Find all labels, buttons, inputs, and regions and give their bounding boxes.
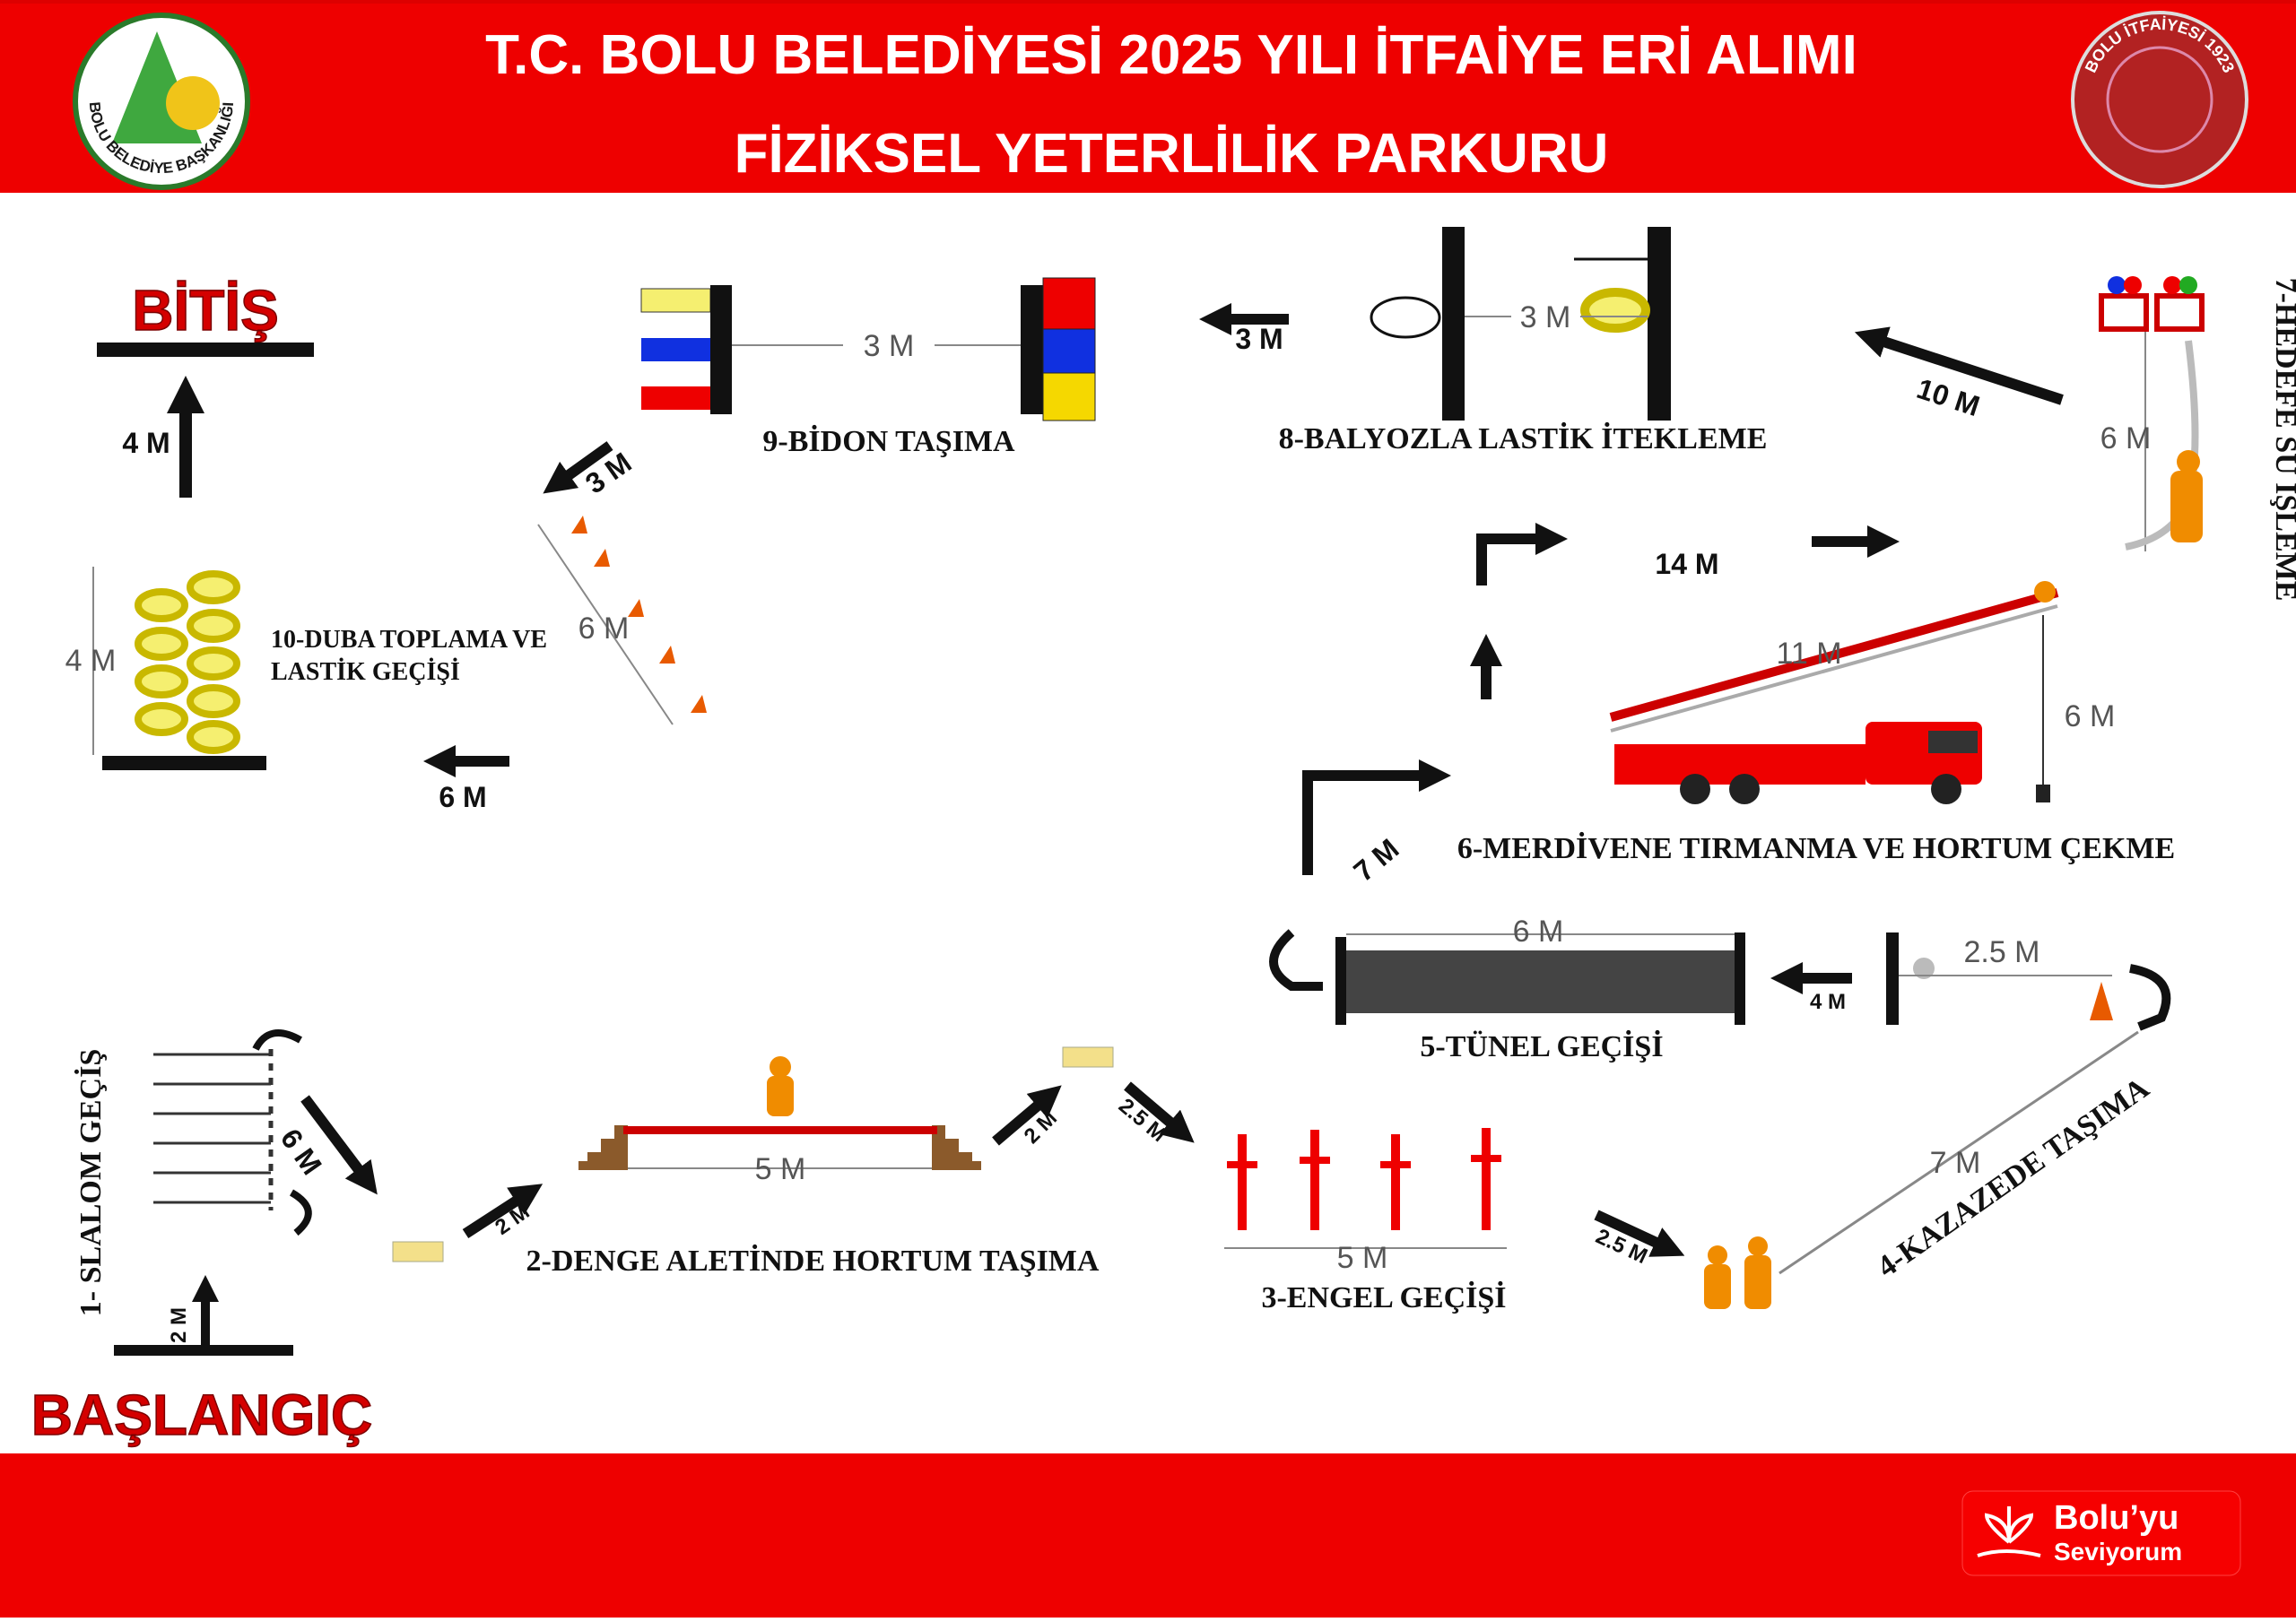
footer-logo-line1: Bolu’yu	[2054, 1499, 2179, 1537]
dist-finish: 4 M	[122, 427, 170, 459]
station-6-label: 6-MERDİVENE TIRMANMA VE HORTUM ÇEKME	[1457, 831, 2175, 865]
hose-box	[392, 1241, 444, 1262]
bidon-station	[640, 277, 1096, 421]
dist-rescue: 7 M	[1930, 1146, 1981, 1180]
header-band	[0, 0, 2296, 193]
tunnel	[1335, 932, 1745, 1025]
station-10-label-line1: 10-DUBA TOPLAMA VE	[271, 626, 547, 654]
arrow-turn-icon	[1302, 759, 1451, 875]
arrow-diag-icon	[1124, 1081, 1195, 1143]
dist-to-duba: 6 M	[439, 781, 486, 813]
dist-to-tire: 10 M	[1913, 372, 1984, 422]
arrow-diag-icon	[300, 1095, 378, 1195]
tire-stack	[135, 570, 240, 754]
footer-logo-line2: Seviyorum	[2054, 1538, 2182, 1566]
dist-ladder-height: 6 M	[2065, 699, 2116, 733]
dist-cones: 6 M	[578, 612, 630, 646]
arrow-turn-icon	[1476, 523, 1568, 585]
u-turn-icon	[1269, 929, 1323, 991]
dist-tire: 3 M	[1520, 300, 1571, 334]
dist-to-cones: 3 M	[579, 446, 637, 499]
dist-slalom: 6 M	[274, 1123, 328, 1180]
title-line2: FİZİKSEL YETERLİLİK PARKURU	[735, 123, 1609, 185]
station-8-label: 8-BALYOZLA LASTİK İTEKLEME	[1279, 421, 1768, 455]
station-7-label: 7-HEDEFE SU İŞLEME	[2269, 278, 2296, 602]
dist-to-tunnel: 4 M	[1810, 990, 1846, 1014]
dist-bidon: 3 M	[864, 329, 915, 363]
dist-ladder: 11 M	[1776, 637, 1841, 671]
footer-band	[0, 1453, 2296, 1618]
arrow-diag-icon	[992, 1085, 1062, 1146]
dist-to-balance: 2 M	[491, 1200, 534, 1240]
hose-box	[1062, 1046, 1114, 1068]
water-target-station	[2099, 276, 2205, 551]
dist-hurdles: 5 M	[1337, 1241, 1388, 1275]
balance-beam	[578, 1056, 981, 1170]
station-1-label: 1- SLALOM GEÇİŞ	[74, 1049, 108, 1317]
dist-cone: 2.5 M	[1963, 935, 2039, 969]
dist-to-ladder: 7 M	[1347, 832, 1405, 888]
station-10-label-line2: LASTİK GEÇİŞİ	[271, 658, 460, 686]
dist-duba: 4 M	[65, 644, 117, 678]
dist-to-target: 14 M	[1655, 548, 1718, 580]
dist-target: 6 M	[2100, 421, 2152, 455]
u-turn-icon	[2128, 964, 2171, 1031]
rescuers-icon	[1704, 1236, 1771, 1309]
arrow-diag-icon	[543, 441, 613, 494]
arrow-diag-icon	[1594, 1210, 1685, 1257]
dist-tunnel: 6 M	[1513, 915, 1564, 949]
duba-line	[102, 756, 266, 770]
arrow-diag-icon	[462, 1184, 544, 1239]
station-5-label: 5-TÜNEL GEÇİŞİ	[1420, 1029, 1663, 1063]
station-9-label: 9-BİDON TAŞIMA	[762, 424, 1015, 458]
wall	[1886, 932, 1899, 1025]
dist-start: 2 M	[167, 1307, 191, 1343]
station-2-label: 2-DENGE ALETİNDE HORTUM TAŞIMA	[526, 1244, 1100, 1278]
cones	[571, 516, 707, 713]
title-line1: T.C. BOLU BELEDİYESİ 2025 YILI İTFAİYE E…	[485, 24, 1857, 86]
tire-push-station	[1370, 227, 1671, 421]
start-line	[114, 1345, 293, 1356]
fire-department-logo: BOLU İTFAİYESİ 1923	[2071, 11, 2248, 188]
hurdles	[1224, 1128, 1507, 1249]
bolu-municipality-logo: BOLU BELEDİYE BAŞKANLIĞI	[73, 13, 250, 190]
arrow-diag-icon	[1854, 326, 2064, 405]
fire-truck-ladder	[1609, 581, 2059, 804]
dist-balance: 5 M	[755, 1152, 806, 1186]
station-3-label: 3-ENGEL GEÇİŞİ	[1261, 1280, 1506, 1314]
station-4-label: 4-KAZAZEDE TAŞIMA	[1871, 1071, 2155, 1284]
cone-icon	[2090, 982, 2113, 1020]
u-turn-icon	[289, 1189, 312, 1236]
dist-to-bidon: 3 M	[1235, 323, 1283, 355]
finish-line	[97, 343, 314, 357]
start-label: BAŞLANGIÇ	[31, 1383, 372, 1447]
boluyu-seviyorum-logo: Bolu’yu Seviyorum	[1961, 1490, 2241, 1576]
finish-label: BİTİŞ	[132, 278, 279, 343]
runner-icon	[1913, 958, 1935, 979]
slalom-lines	[153, 1049, 274, 1210]
u-turn-icon	[252, 1029, 302, 1051]
